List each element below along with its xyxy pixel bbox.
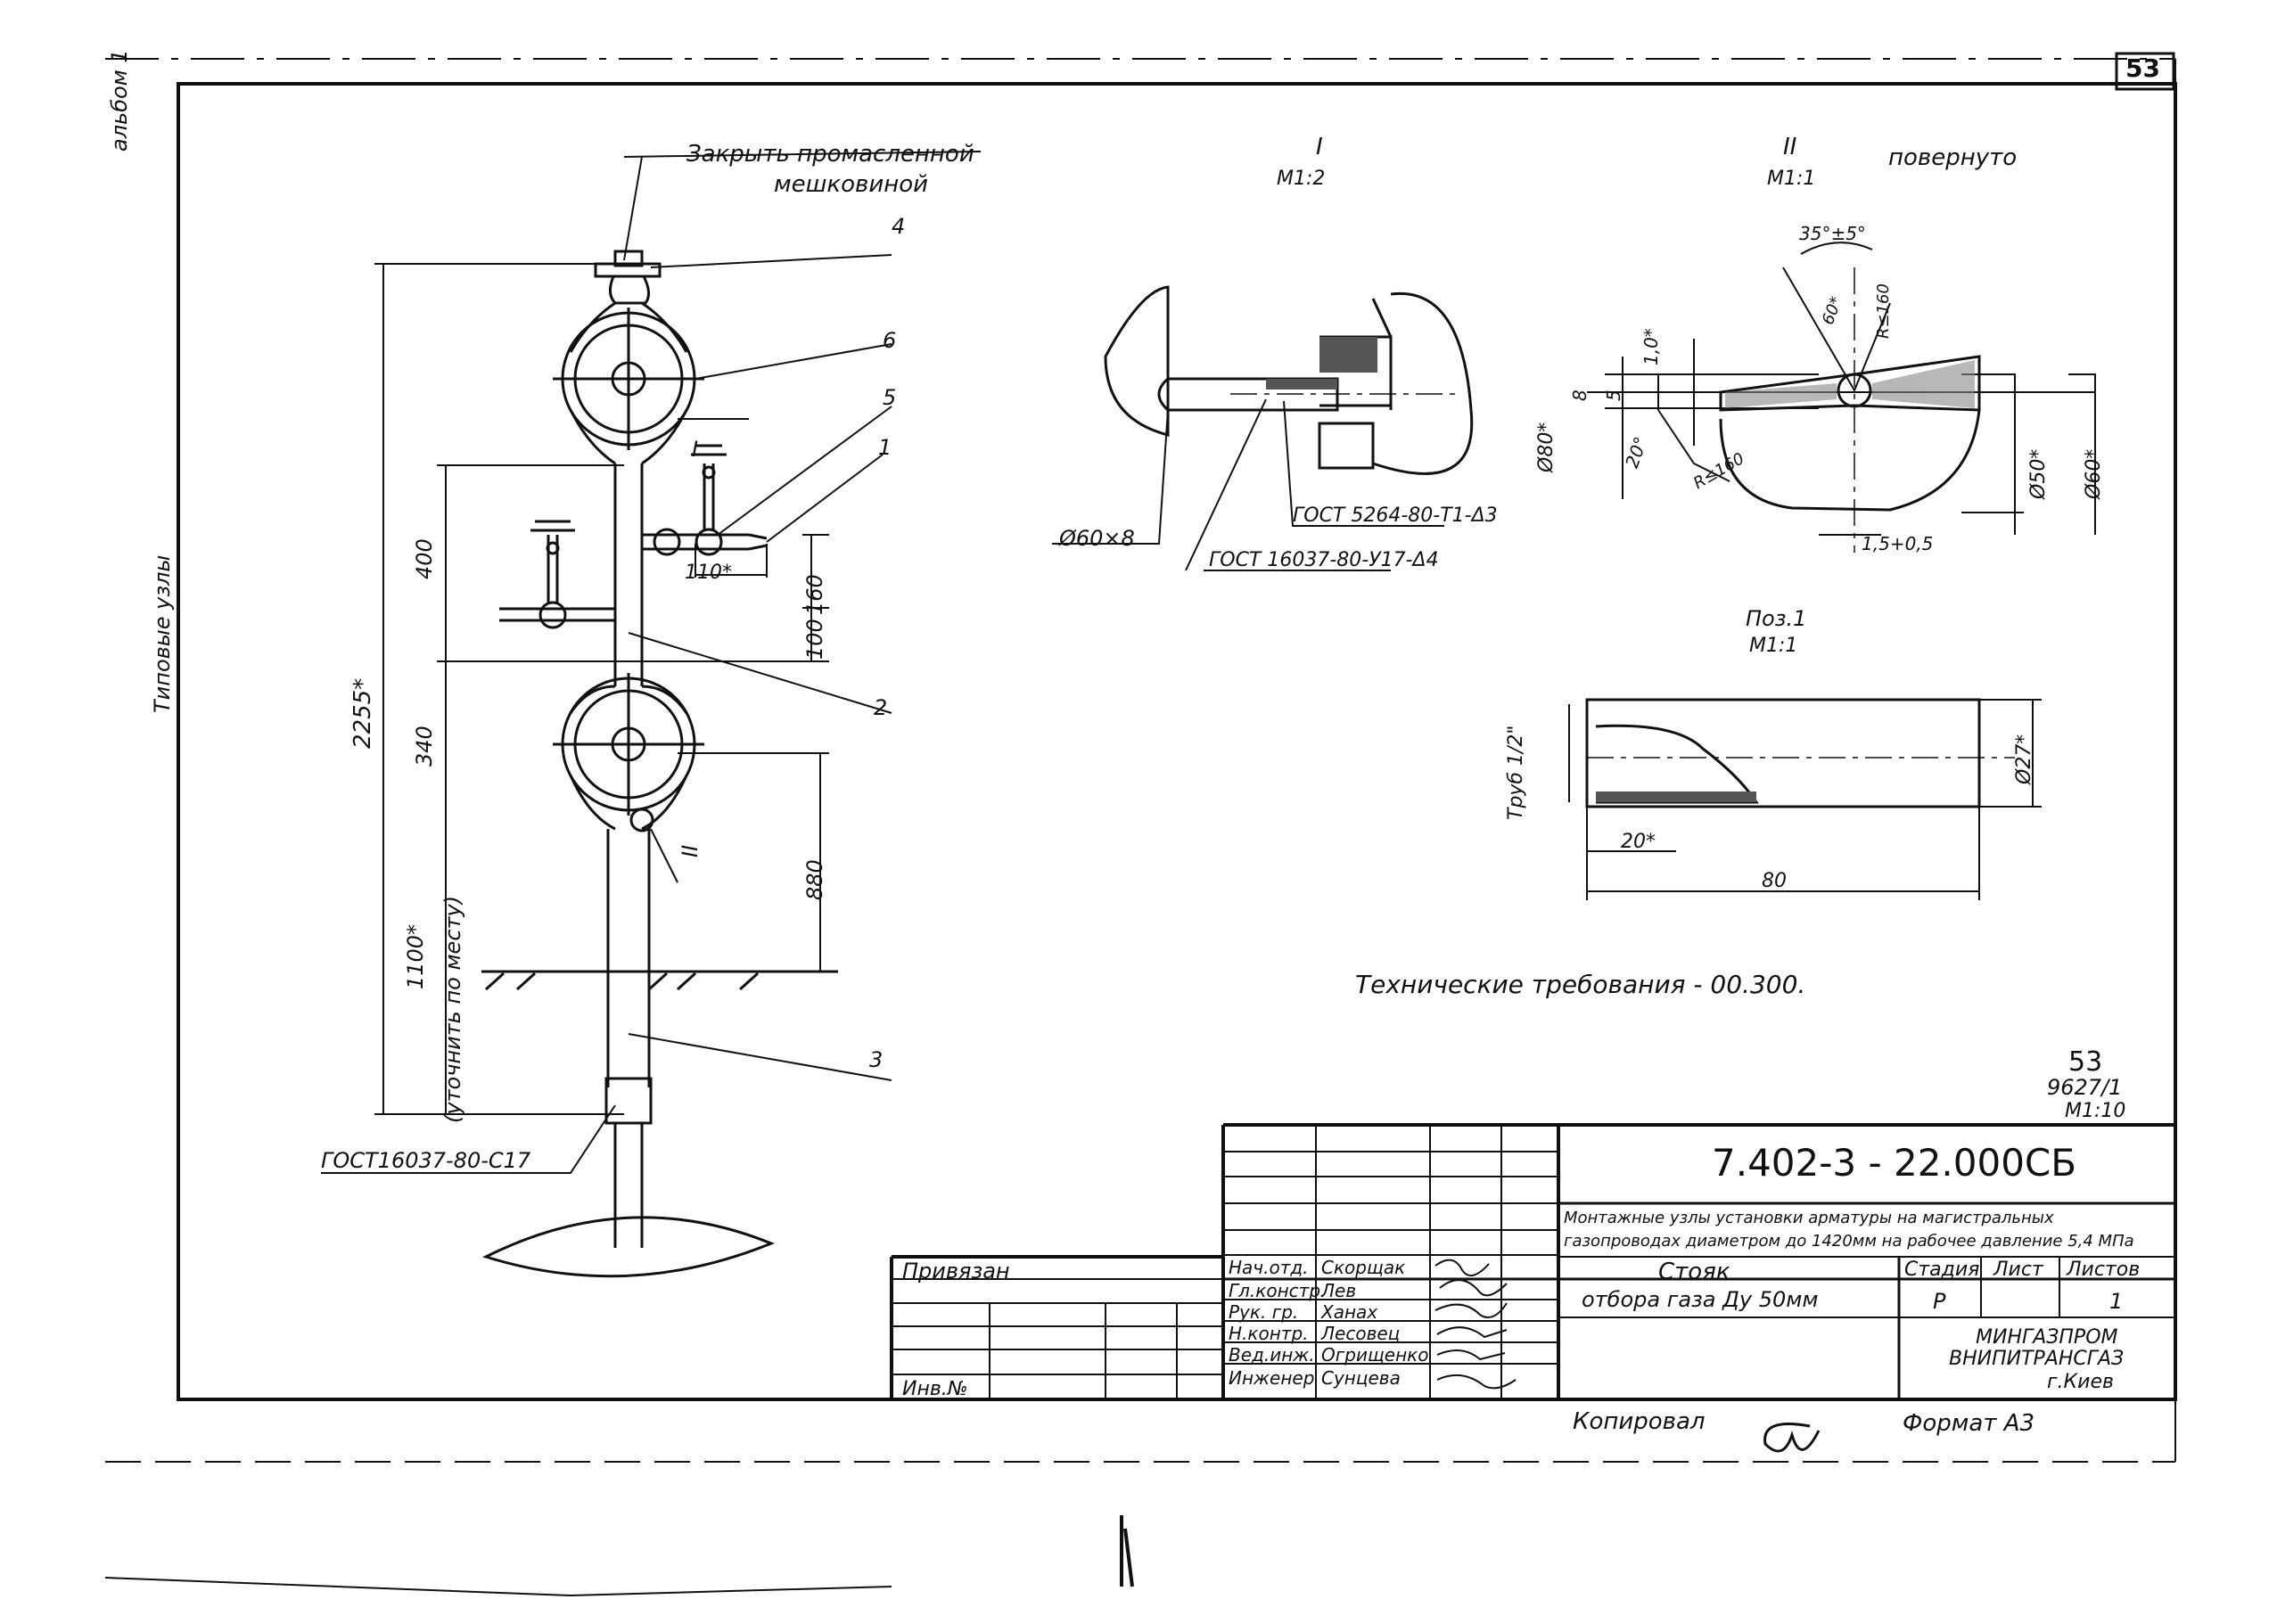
name-line2: отбора газа Ду 50мм xyxy=(1582,1287,1819,1312)
sheet-label: Лист xyxy=(1993,1259,2043,1281)
view-II-scale: М1:1 xyxy=(1767,168,1816,190)
pos1-pipe: Труб 1/2" xyxy=(1505,725,1527,820)
sheet-corner-code: 9627/1 xyxy=(2047,1075,2123,1100)
sheets-label: Листов xyxy=(2067,1259,2141,1281)
org-line3: г.Киев xyxy=(2047,1371,2114,1393)
dim-2255: 2255* xyxy=(349,677,376,749)
view-II-d8: 8 xyxy=(1569,390,1591,401)
view-I-title: I xyxy=(1316,134,1323,160)
view-II-rotated: повернуто xyxy=(1888,144,2018,171)
role-1: Гл.констр. xyxy=(1229,1280,1327,1301)
position-2: 2 xyxy=(874,695,888,720)
doc-code: 7.402-3 - 22.000СБ xyxy=(1712,1141,2077,1185)
pos1-d27: Ø27* xyxy=(2013,734,2035,784)
position-6: 6 xyxy=(883,328,897,353)
note-line2: мешковиной xyxy=(774,171,929,198)
dim-1100-note: (уточнить по месту) xyxy=(440,895,465,1123)
sheets-value: 1 xyxy=(2109,1289,2124,1314)
position-4: 4 xyxy=(892,214,906,239)
view-II-angle: 35°±5° xyxy=(1799,223,1866,244)
view-II-d5: 5 xyxy=(1603,390,1624,401)
role-4: Вед.инж. xyxy=(1229,1344,1315,1366)
role-3: Н.контр. xyxy=(1229,1323,1309,1344)
view-I-scale: М1:2 xyxy=(1277,168,1326,190)
position-1: 1 xyxy=(878,435,892,460)
dim-110: 110* xyxy=(685,562,732,584)
view-mark-II: II xyxy=(678,844,703,857)
role-2-name: Ханах xyxy=(1321,1301,1378,1323)
view-I-gost1: ГОСТ 5264-80-Т1-Δ3 xyxy=(1293,504,1498,527)
dim-400: 400 xyxy=(412,538,437,579)
role-5-name: Сунцева xyxy=(1321,1367,1401,1389)
role-1-name: Лев xyxy=(1321,1280,1357,1301)
pos1-scale: М1:1 xyxy=(1749,635,1798,657)
format-label: Формат А3 xyxy=(1903,1410,2035,1437)
stage-value: Р xyxy=(1933,1289,1946,1314)
view-mark-I: I xyxy=(692,437,699,462)
position-5: 5 xyxy=(883,385,897,410)
view-I-gost2: ГОСТ 16037-80-У17-Δ4 xyxy=(1209,549,1439,571)
dim-880: 880 xyxy=(802,859,827,900)
dim-160: 160 xyxy=(802,574,827,615)
role-4-name: Огрищенко xyxy=(1321,1344,1429,1366)
role-0: Нач.отд. xyxy=(1229,1257,1309,1278)
view-II-d15: 1,5+0,5 xyxy=(1862,533,1934,554)
pos1-title: Поз.1 xyxy=(1746,606,1807,631)
view-II-d60: Ø60* xyxy=(2083,448,2105,499)
role-5: Инженер xyxy=(1229,1367,1315,1389)
inv-label: Инв.№ xyxy=(902,1378,968,1400)
section-label: Типовые узлы xyxy=(150,554,175,713)
role-2: Рук. гр. xyxy=(1229,1301,1299,1323)
view-II-r160a: R≤160 xyxy=(1874,283,1893,339)
page-number: 53 xyxy=(2125,53,2160,83)
note-line1: Закрыть промасленной xyxy=(686,141,974,168)
pos1-d20: 20* xyxy=(1621,831,1656,853)
doc-description: Монтажные узлы установки арматуры на маг… xyxy=(1564,1209,2134,1251)
tech-requirements: Технические требования - 00.300. xyxy=(1355,970,1806,999)
copied-label: Копировал xyxy=(1573,1408,1706,1435)
view-II-d50: Ø50* xyxy=(2027,448,2050,499)
view-II-title: II xyxy=(1783,134,1797,160)
sheet-corner-scale: М1:10 xyxy=(2065,1100,2126,1122)
pos1-d80: 80 xyxy=(1762,870,1787,892)
view-I-d60x8: Ø60×8 xyxy=(1059,526,1135,551)
role-3-name: Лесовец xyxy=(1321,1323,1401,1344)
org-line2: ВНИПИТРАНСГАЗ xyxy=(1949,1348,2125,1370)
position-3: 3 xyxy=(869,1047,884,1072)
bound-label: Привязан xyxy=(902,1259,1010,1284)
sheet-corner-num: 53 xyxy=(2068,1046,2103,1078)
gost-bottom: ГОСТ16037-80-С17 xyxy=(321,1148,531,1173)
dim-1100: 1100* xyxy=(403,923,428,989)
stage-label: Стадия xyxy=(1904,1259,1980,1281)
dim-100: 100 xyxy=(802,619,827,660)
view-II-d10: 1,0* xyxy=(1640,328,1662,365)
org-line1: МИНГАЗПРОМ xyxy=(1976,1326,2118,1349)
album-label: альбом 1 xyxy=(107,49,132,152)
role-0-name: Скорщак xyxy=(1321,1257,1406,1278)
view-II-d80: Ø80* xyxy=(1535,422,1558,472)
name-line1: Стояк xyxy=(1658,1259,1730,1285)
dim-340: 340 xyxy=(412,726,437,767)
